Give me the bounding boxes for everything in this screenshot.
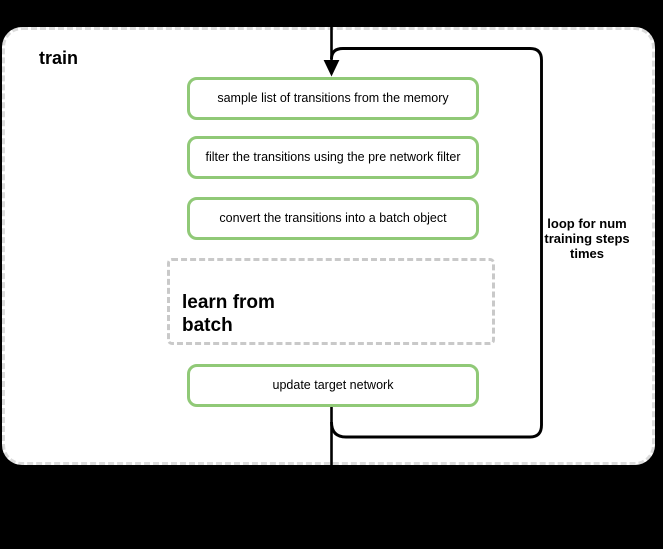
train-container-label: train [39,48,79,68]
learn-from-batch-label: learn from batch [182,292,275,336]
step-label: update target network [272,378,394,393]
step-box-convert-to-batch: convert the transitions into a batch obj… [187,197,479,240]
step-box-sample-transitions: sample list of transitions from the memo… [187,77,479,120]
learn-from-batch-box: learn from batch [167,258,495,345]
step-label: sample list of transitions from the memo… [217,91,449,106]
step-box-update-target-network: update target network [187,364,479,407]
step-label: convert the transitions into a batch obj… [219,211,447,226]
loop-count-label: loop for num training steps times [544,216,630,261]
step-label: filter the transitions using the pre net… [205,150,461,165]
step-box-filter-transitions: filter the transitions using the pre net… [187,136,479,179]
